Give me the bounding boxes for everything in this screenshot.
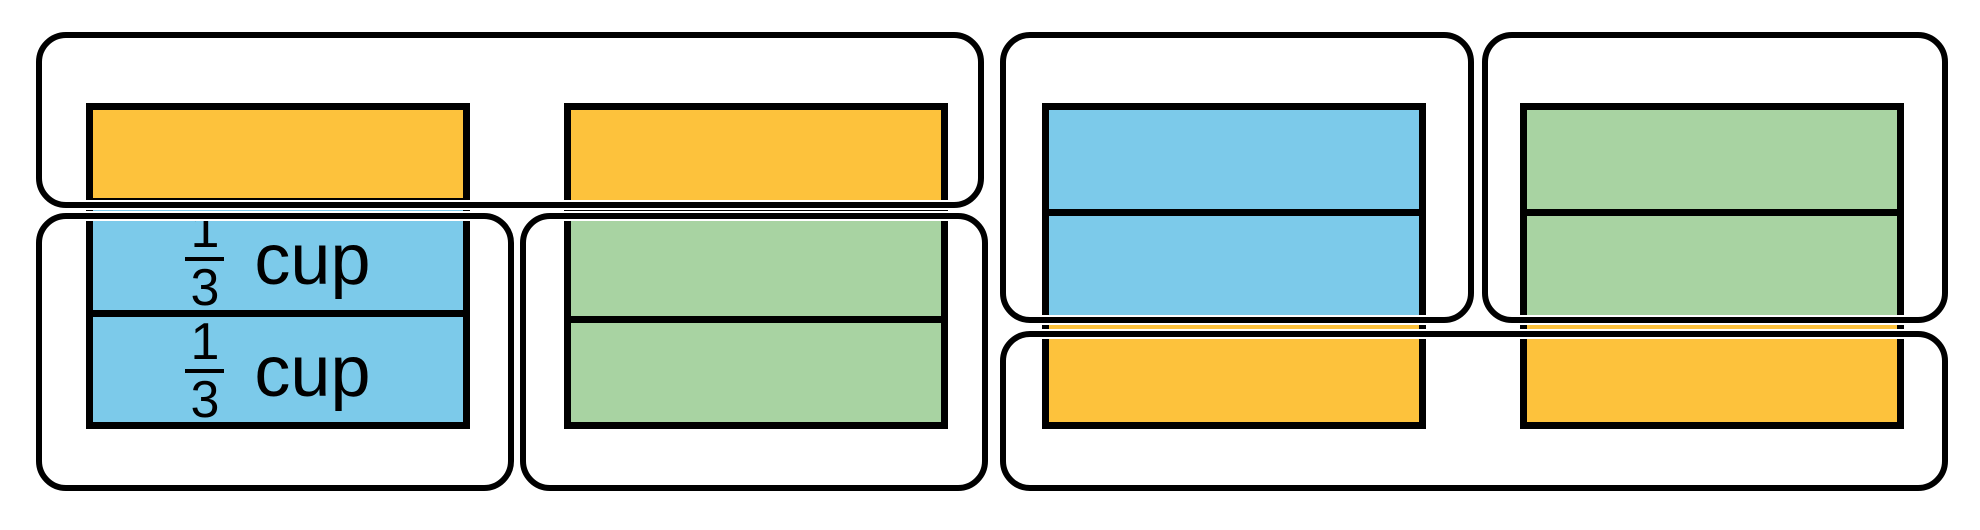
- bar-4-section-3-orange: [1527, 315, 1897, 422]
- fraction-denominator: 3: [190, 371, 220, 430]
- tape-bar-4: [1520, 103, 1904, 429]
- bar-4-section-1-green: [1527, 110, 1897, 210]
- bar-3-section-3-orange: [1049, 315, 1419, 422]
- unit-label: cup: [254, 332, 371, 413]
- bar-2-section-2-green: [571, 209, 941, 316]
- fraction-denominator: 3: [190, 259, 220, 318]
- bar-2-section-1-orange: [571, 110, 941, 210]
- bar-2-section-3-green: [571, 315, 941, 422]
- tape-bar-2: [564, 103, 948, 429]
- tape-bar-3: [1042, 103, 1426, 429]
- bar-3-section-2-blue: [1049, 209, 1419, 316]
- fraction-numerator: 1: [185, 204, 225, 262]
- bar-1-section-1-orange: [93, 110, 463, 198]
- unit-label: cup: [254, 220, 371, 301]
- bar-3-section-1-blue: [1049, 110, 1419, 210]
- bar-4-section-2-green: [1527, 209, 1897, 316]
- fraction-numerator: 1: [185, 316, 225, 374]
